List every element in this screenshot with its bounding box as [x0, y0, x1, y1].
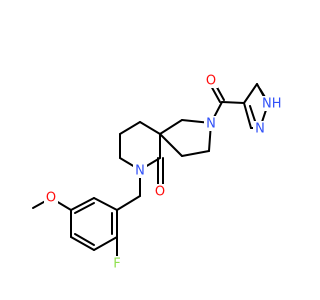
atom-o-amide: O	[204, 73, 218, 89]
bond	[159, 119, 183, 135]
atom-nh-pyrazole: NH	[261, 96, 285, 112]
bond	[70, 236, 95, 251]
bond	[221, 101, 245, 104]
bond	[74, 233, 95, 246]
bond	[243, 83, 258, 104]
bond	[93, 197, 118, 211]
atom-n-pyrazole: N	[253, 121, 267, 137]
bond	[243, 102, 252, 129]
atom-label-o: O	[206, 74, 216, 89]
bond	[116, 195, 141, 211]
bond	[93, 236, 118, 251]
atom-o-methoxy: O	[44, 190, 58, 206]
atom-label-n: N	[255, 122, 265, 137]
atom-n-piperidine: N	[133, 163, 147, 179]
bond	[70, 197, 95, 211]
atom-labels: N O N O NH N O F	[44, 73, 285, 272]
bond	[181, 150, 210, 157]
bond	[74, 202, 95, 214]
atom-label-o: O	[46, 191, 56, 206]
bond	[119, 121, 141, 135]
atom-label-f: F	[113, 257, 120, 272]
atom-label-n: N	[206, 117, 216, 132]
atom-f: F	[111, 256, 123, 272]
molecule-structure: N O N O NH N O F	[32, 73, 285, 272]
bond	[139, 121, 161, 135]
atom-o-lactam: O	[153, 184, 167, 200]
atom-label-o: O	[155, 185, 165, 200]
bonds	[32, 81, 269, 259]
bond	[159, 133, 183, 157]
atom-label-n: N	[135, 164, 145, 179]
atom-label-nh: NH	[262, 97, 282, 112]
atom-n-pyrrolidine: N	[204, 116, 218, 132]
